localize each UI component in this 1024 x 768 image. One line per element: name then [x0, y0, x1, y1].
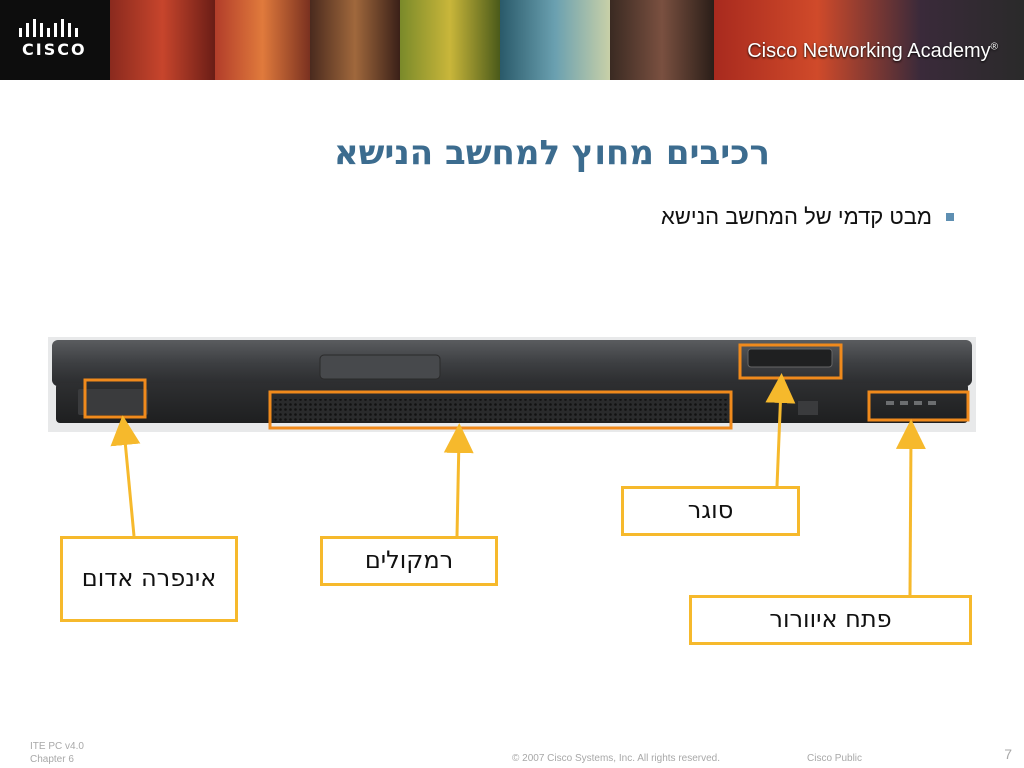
- laptop-front-image: [48, 337, 976, 432]
- banner-photo-strip: [110, 0, 1024, 80]
- slide-title: רכיבים מחוץ למחשב הנישא: [333, 133, 770, 173]
- connector-speakers: [443, 423, 474, 537]
- page-number: 7: [1004, 746, 1012, 762]
- footer-chapter: Chapter 6: [30, 754, 74, 765]
- footer-copyright: © 2007 Cisco Systems, Inc. All rights re…: [512, 753, 721, 764]
- banner-photo-4: [400, 0, 500, 80]
- bullet-text: מבט קדמי של המחשב הנישא: [661, 204, 932, 229]
- banner-photo-2: [215, 0, 310, 80]
- banner-photo-3: [310, 0, 400, 80]
- header-banner: CISCO Cisco Networking Academy®: [0, 0, 1024, 80]
- infrared-port: [78, 389, 148, 415]
- laptop-lid: [52, 340, 972, 386]
- bullet-square-icon: [946, 213, 954, 221]
- slide-bullet: מבט קדמי של המחשב הנישא: [661, 204, 954, 230]
- academy-title: Cisco Networking Academy®: [747, 40, 998, 62]
- latch-slot: [747, 348, 833, 368]
- cisco-bridge-icon: [19, 19, 78, 37]
- callout-infrared: אינפרה אדום: [60, 536, 238, 622]
- banner-photo-1: [110, 0, 215, 80]
- footer-course: ITE PC v4.0: [30, 741, 84, 752]
- callout-latch: סוגר: [621, 486, 800, 536]
- cisco-wordmark: CISCO: [22, 40, 87, 59]
- connector-infrared: [110, 415, 141, 537]
- callout-vent: פתח איוורור: [689, 595, 972, 645]
- lid-notch: [319, 354, 441, 380]
- cisco-logo: CISCO: [0, 0, 110, 80]
- banner-photo-7: [714, 0, 1024, 80]
- highlight-speakers: [268, 390, 733, 430]
- footer-classification: Cisco Public: [807, 753, 863, 764]
- callout-speakers: רמקולים: [320, 536, 498, 586]
- connector-vent: [895, 419, 926, 596]
- vent-slats: [886, 401, 936, 405]
- banner-photo-6: [610, 0, 714, 80]
- banner-photo-5: [500, 0, 610, 80]
- side-button: [798, 401, 818, 415]
- speaker-grill: [274, 399, 732, 421]
